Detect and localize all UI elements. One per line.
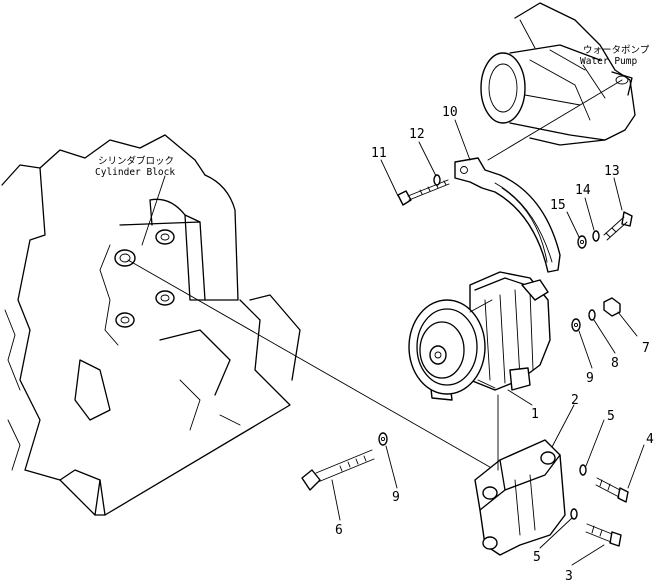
washer-5-lower: [570, 508, 578, 520]
callout-5b: 5: [533, 550, 541, 565]
washer-15: [577, 235, 587, 249]
washer-8: [588, 309, 596, 321]
callout-12: 12: [409, 127, 425, 142]
callout-2: 2: [571, 393, 579, 408]
cylinder-block-label-en: Cylinder Block: [95, 167, 175, 178]
callout-8: 8: [611, 356, 619, 371]
callout-4: 4: [646, 432, 654, 447]
cylinder-block-label-jp: シリンダブロック: [98, 155, 174, 167]
callout-9a: 9: [586, 371, 594, 386]
nut-7: [603, 297, 621, 317]
callout-5a: 5: [607, 409, 615, 424]
water-pump-label-en: Water Pump: [580, 56, 637, 67]
bolt-11: [397, 179, 450, 206]
callout-3: 3: [565, 569, 573, 582]
mounting-bracket: [474, 394, 566, 556]
callout-1: 1: [531, 407, 539, 422]
washer-9-lower: [378, 432, 388, 446]
washer-5-upper: [579, 464, 587, 476]
callout-10: 10: [442, 105, 458, 120]
adjusting-bracket: [454, 157, 561, 273]
bolt-4: [595, 477, 629, 503]
callout-7: 7: [642, 341, 650, 356]
washer-9-upper: [571, 318, 581, 332]
callout-15: 15: [550, 198, 566, 213]
water-pump: [480, 2, 636, 146]
water-pump-label-jp: ウォータポンプ: [583, 45, 650, 56]
washer-14: [592, 230, 600, 242]
alignment-line-pump: [487, 79, 623, 161]
cylinder-block: [1, 134, 301, 516]
bolt-3: [585, 523, 622, 547]
callout-11: 11: [371, 146, 387, 161]
callout-13: 13: [604, 164, 620, 179]
alternator: [408, 271, 551, 401]
callout-14: 14: [575, 183, 591, 198]
bolt-6: [301, 449, 375, 491]
washer-12: [433, 174, 441, 186]
callout-9b: 9: [392, 490, 400, 505]
callout-6: 6: [335, 523, 343, 538]
leader-lines: [141, 64, 645, 566]
alignment-line-block: [127, 259, 496, 471]
bolt-13: [603, 211, 633, 241]
